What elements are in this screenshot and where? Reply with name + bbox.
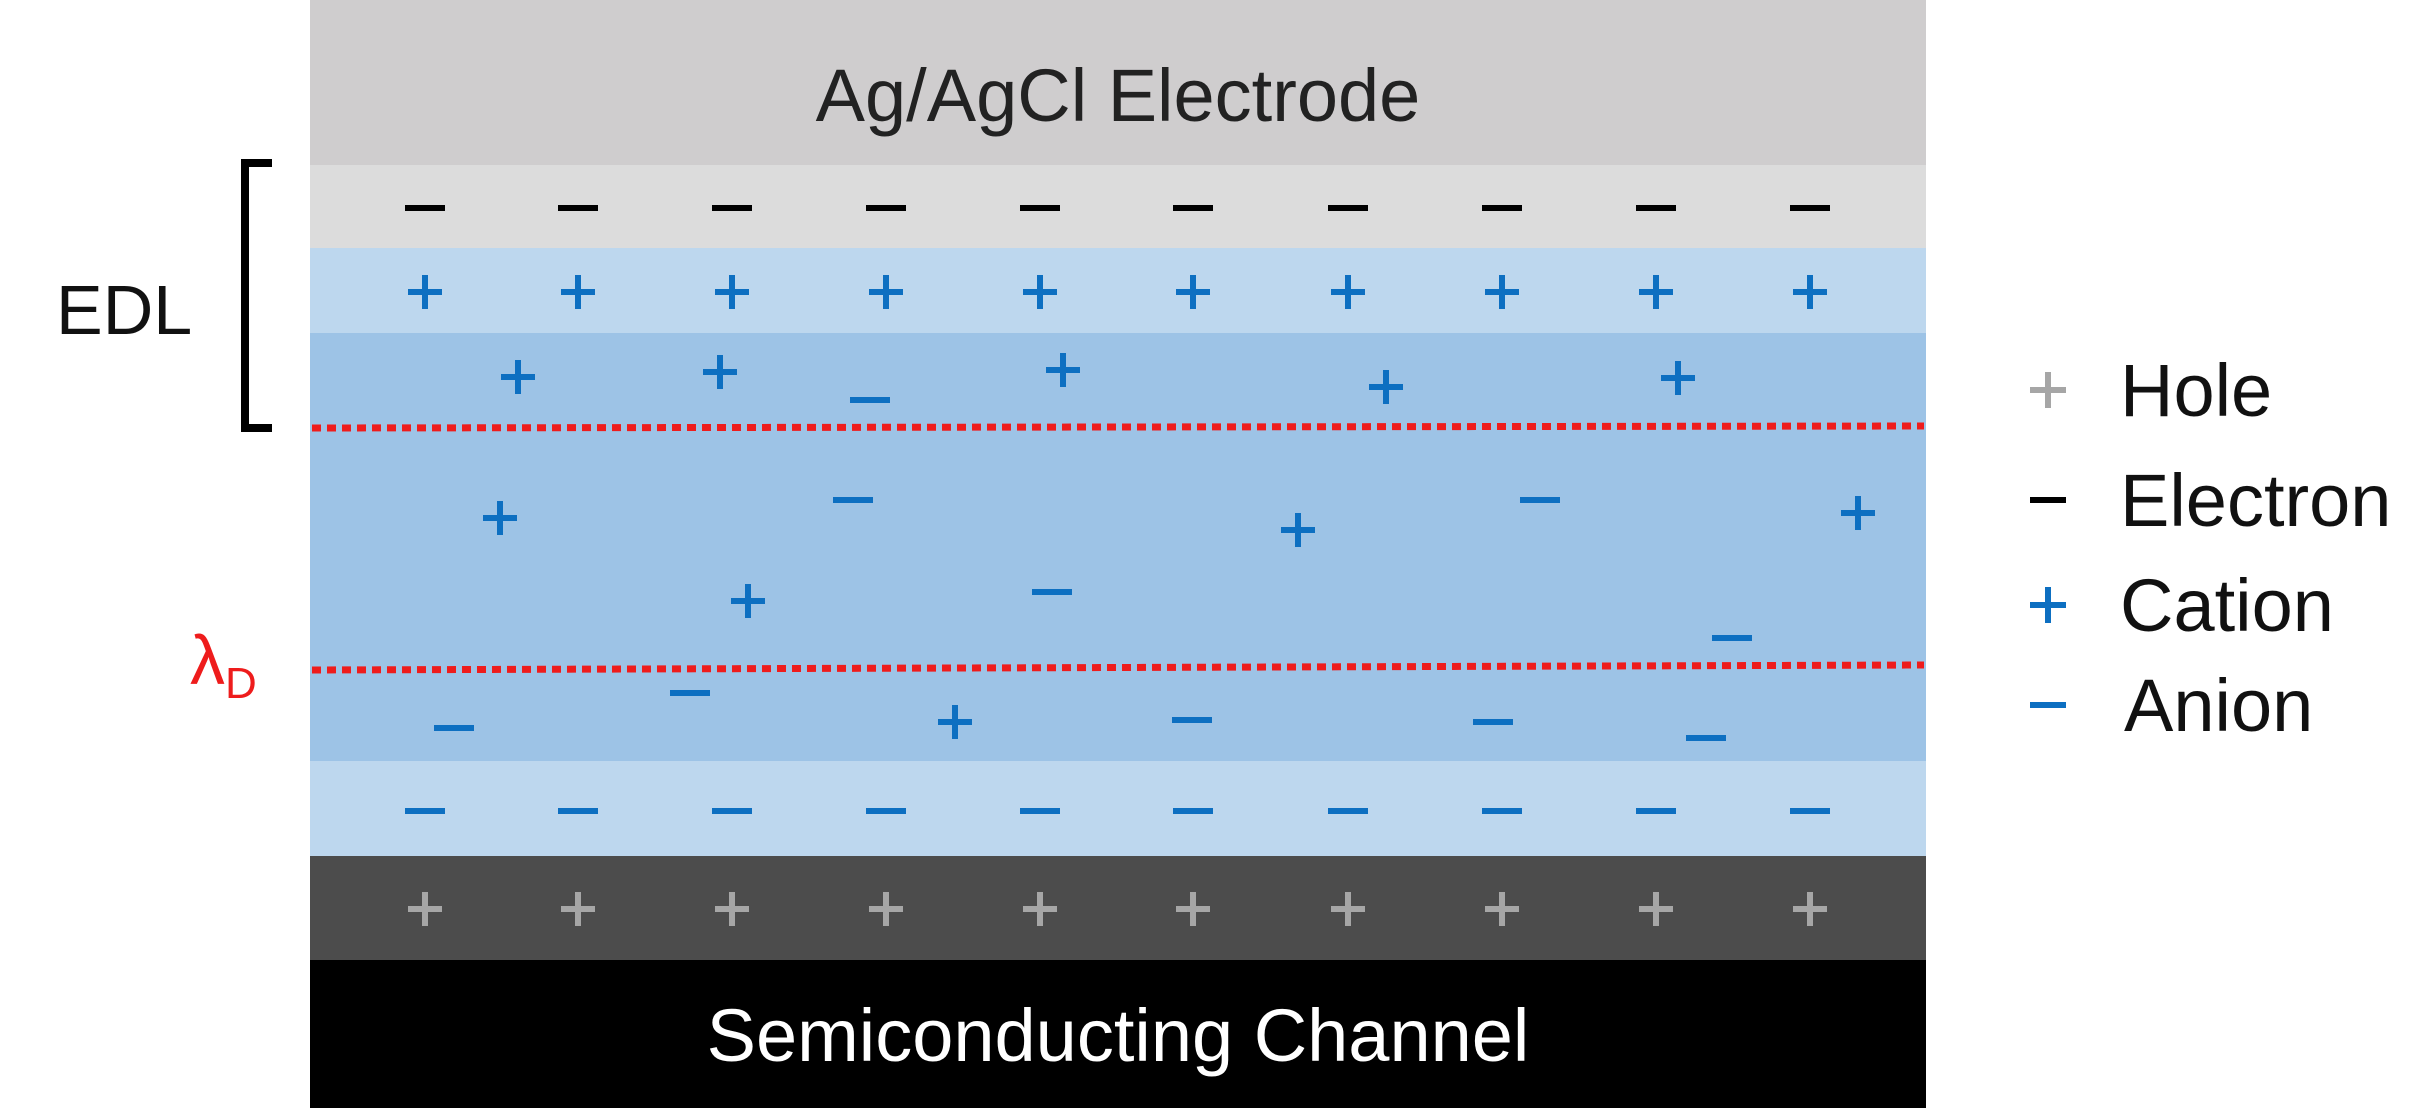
electron-mark [1328, 205, 1368, 211]
cation-mark [1023, 275, 1057, 309]
cation-mark [1046, 353, 1080, 387]
legend-label: Electron [2120, 458, 2392, 542]
hole-mark [1176, 892, 1210, 926]
legend-anion: Anion [2010, 660, 2313, 750]
anion-mark [1020, 808, 1060, 814]
electron-mark [405, 205, 445, 211]
lambda-subscript: D [225, 659, 257, 708]
cation-mark [483, 501, 517, 535]
electron-mark [1020, 205, 1060, 211]
lambda-symbol: λ [190, 621, 225, 699]
legend-electron: Electron [2010, 455, 2391, 545]
anion-mark [833, 497, 873, 503]
cation-mark [715, 275, 749, 309]
debye-line-lower [311, 661, 1925, 674]
cation-mark [869, 275, 903, 309]
hole-mark [869, 892, 903, 926]
legend-label: Anion [2124, 663, 2314, 747]
cation-mark [1485, 275, 1519, 309]
anion-mark [1790, 808, 1830, 814]
anion-mark [1473, 719, 1513, 725]
anion-mark [1520, 497, 1560, 503]
cation-mark [501, 360, 535, 394]
cation-mark [938, 705, 972, 739]
electron-mark [1636, 205, 1676, 211]
cation-mark [1281, 513, 1315, 547]
anion-mark [866, 808, 906, 814]
electrode-label: Ag/AgCl Electrode [815, 53, 1421, 137]
cation-mark [1661, 361, 1695, 395]
anion-mark [558, 808, 598, 814]
hole-mark [561, 892, 595, 926]
anion-mark [1686, 735, 1726, 741]
cation-mark [1331, 275, 1365, 309]
electrode-layer [310, 0, 1926, 165]
electron-mark [712, 205, 752, 211]
electron-minus-icon [2010, 455, 2080, 545]
electrolyte-bulk [310, 333, 1926, 761]
channel-layer [310, 960, 1926, 1108]
cation-plus-icon [2010, 560, 2080, 650]
legend-hole: Hole [2010, 345, 2272, 435]
channel-label: Semiconducting Channel [706, 993, 1530, 1077]
anion-mark [850, 397, 890, 403]
cation-mark [1369, 370, 1403, 404]
anion-mark [1172, 717, 1212, 723]
anion-mark [405, 808, 445, 814]
edl-bracket [241, 159, 272, 432]
anion-mark [1173, 808, 1213, 814]
hole-mark [1639, 892, 1673, 926]
anion-mark [1328, 808, 1368, 814]
debye-line-upper [311, 422, 1925, 432]
cation-mark [1639, 275, 1673, 309]
anion-mark [712, 808, 752, 814]
legend-cation: Cation [2010, 560, 2334, 650]
anion-mark [670, 690, 710, 696]
debye-length-label: λD [190, 620, 257, 709]
anion-mark [1482, 808, 1522, 814]
cation-mark [408, 275, 442, 309]
edl-label: EDL [56, 271, 193, 349]
electron-mark [1790, 205, 1830, 211]
hole-mark [1023, 892, 1057, 926]
cation-mark [731, 584, 765, 618]
anion-mark [434, 725, 474, 731]
legend-label: Hole [2120, 348, 2273, 432]
anion-mark [1032, 589, 1072, 595]
hole-mark [715, 892, 749, 926]
electron-mark [1482, 205, 1522, 211]
cation-mark [561, 275, 595, 309]
anion-mark [1636, 808, 1676, 814]
hole-mark [1793, 892, 1827, 926]
anion-minus-icon [2010, 660, 2080, 750]
cation-mark [1793, 275, 1827, 309]
electron-mark [558, 205, 598, 211]
anion-mark [1712, 635, 1752, 641]
hole-mark [408, 892, 442, 926]
cation-mark [1841, 496, 1875, 530]
hole-mark [1331, 892, 1365, 926]
cation-mark [703, 355, 737, 389]
cation-mark [1176, 275, 1210, 309]
electron-mark [1173, 205, 1213, 211]
hole-mark [1485, 892, 1519, 926]
hole-plus-icon [2010, 345, 2080, 435]
electron-mark [866, 205, 906, 211]
legend-label: Cation [2120, 563, 2334, 647]
